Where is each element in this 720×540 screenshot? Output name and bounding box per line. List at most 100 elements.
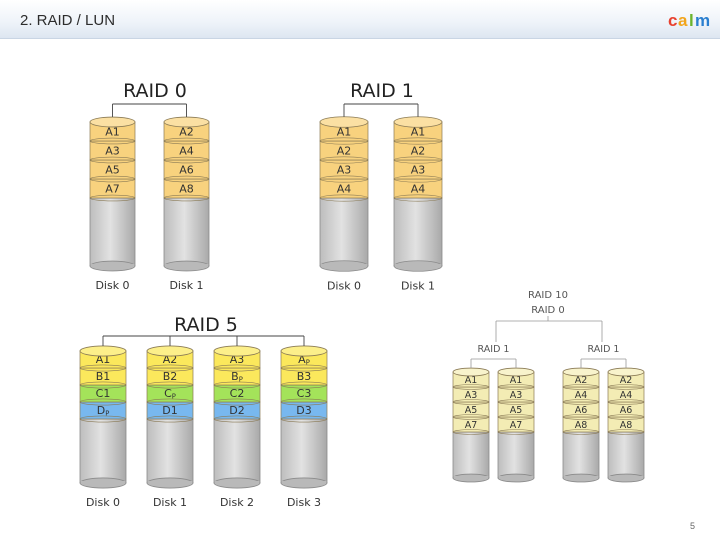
block-label: C1: [96, 387, 111, 400]
block-divider: [497, 384, 535, 390]
block-label: A4: [337, 183, 352, 196]
block-label: A1: [337, 126, 352, 139]
block-divider: [562, 384, 600, 390]
block-label: A3: [411, 164, 426, 177]
disk-label: Disk 1: [169, 279, 203, 292]
block-divider: [497, 429, 535, 435]
disk-bottom-fill: [453, 476, 489, 478]
block-divider: [280, 415, 328, 423]
block-label: A1: [105, 126, 120, 139]
block-label: D2: [229, 404, 244, 417]
block-divider: [146, 381, 194, 389]
block-label: C3: [297, 387, 312, 400]
block-label: A6: [575, 405, 588, 416]
disk-label: Disk 0: [86, 496, 120, 509]
block-divider: [79, 398, 127, 406]
disk-top: [213, 345, 261, 357]
block-divider: [562, 429, 600, 435]
disk-bottom-fill: [281, 481, 327, 483]
block-divider: [163, 137, 210, 145]
disk-label: Disk 2: [220, 496, 254, 509]
block-divider: [607, 384, 645, 390]
disk-bottom-fill: [394, 264, 442, 266]
block-divider: [497, 399, 535, 405]
block-divider: [213, 415, 261, 423]
block-label: AP: [298, 353, 310, 366]
block-label: A1: [465, 375, 478, 386]
block-divider: [562, 414, 600, 420]
block-divider: [452, 399, 490, 405]
block-divider: [146, 364, 194, 372]
slide-title: 2. RAID / LUN: [20, 12, 116, 29]
block-divider: [319, 194, 369, 202]
disk-top: [393, 116, 443, 128]
disk-top: [452, 367, 490, 377]
disk-empty-space: [213, 418, 261, 484]
block-label: A3: [230, 353, 245, 366]
group-title-raid1: RAID 1: [588, 344, 620, 355]
company-logo: c a l m: [668, 11, 710, 30]
block-label: D3: [296, 404, 311, 417]
svg-text:c: c: [668, 11, 677, 30]
disk-top: [146, 345, 194, 357]
disk-top: [89, 116, 136, 128]
block-label: D1: [162, 404, 177, 417]
disk-top: [163, 116, 210, 128]
block-label: A3: [105, 145, 120, 158]
slide-header: 2. RAID / LUN c a l m: [0, 0, 720, 39]
diagram-title-raid10: RAID 10: [528, 290, 568, 301]
disk-bottom-fill: [563, 476, 599, 478]
block-label: A1: [96, 353, 111, 366]
disk-bottom-fill: [214, 481, 260, 483]
block-divider: [393, 194, 443, 202]
block-label: A4: [575, 390, 588, 401]
block-divider: [607, 429, 645, 435]
disk-top: [79, 345, 127, 357]
block-divider: [319, 175, 369, 183]
diagram-title-raid0: RAID 0: [123, 80, 187, 102]
block-label: B3: [297, 370, 312, 383]
disk-empty-space: [89, 197, 136, 267]
block-divider: [163, 194, 210, 202]
block-divider: [280, 364, 328, 372]
disk-bottom-fill: [320, 264, 368, 266]
block-divider: [452, 384, 490, 390]
disk-empty-space: [607, 431, 645, 479]
block-divider: [393, 137, 443, 145]
diagram-title-raid5: RAID 5: [174, 314, 238, 336]
block-divider: [393, 175, 443, 183]
block-divider: [79, 415, 127, 423]
block-label: A1: [510, 375, 523, 386]
block-divider: [319, 137, 369, 145]
block-divider: [280, 398, 328, 406]
block-label: BP: [231, 370, 243, 383]
page-number: 5: [690, 521, 696, 531]
block-divider: [213, 398, 261, 406]
block-label: A1: [411, 126, 426, 139]
disk-bottom-fill: [164, 264, 209, 266]
block-divider: [280, 381, 328, 389]
diagram-subtitle-raid0: RAID 0: [531, 305, 565, 316]
block-label: CP: [164, 387, 176, 400]
disk-empty-space: [562, 431, 600, 479]
block-label: A2: [337, 145, 352, 158]
block-label: A5: [465, 405, 478, 416]
block-divider: [89, 137, 136, 145]
block-label: A4: [411, 183, 426, 196]
disk-bottom-fill: [80, 481, 126, 483]
block-label: A4: [620, 390, 633, 401]
block-divider: [607, 414, 645, 420]
svg-text:m: m: [695, 11, 710, 30]
disk-empty-space: [452, 431, 490, 479]
disk-top: [319, 116, 369, 128]
block-label: A5: [510, 405, 523, 416]
block-label: A8: [575, 420, 588, 431]
svg-text:a: a: [678, 11, 688, 30]
